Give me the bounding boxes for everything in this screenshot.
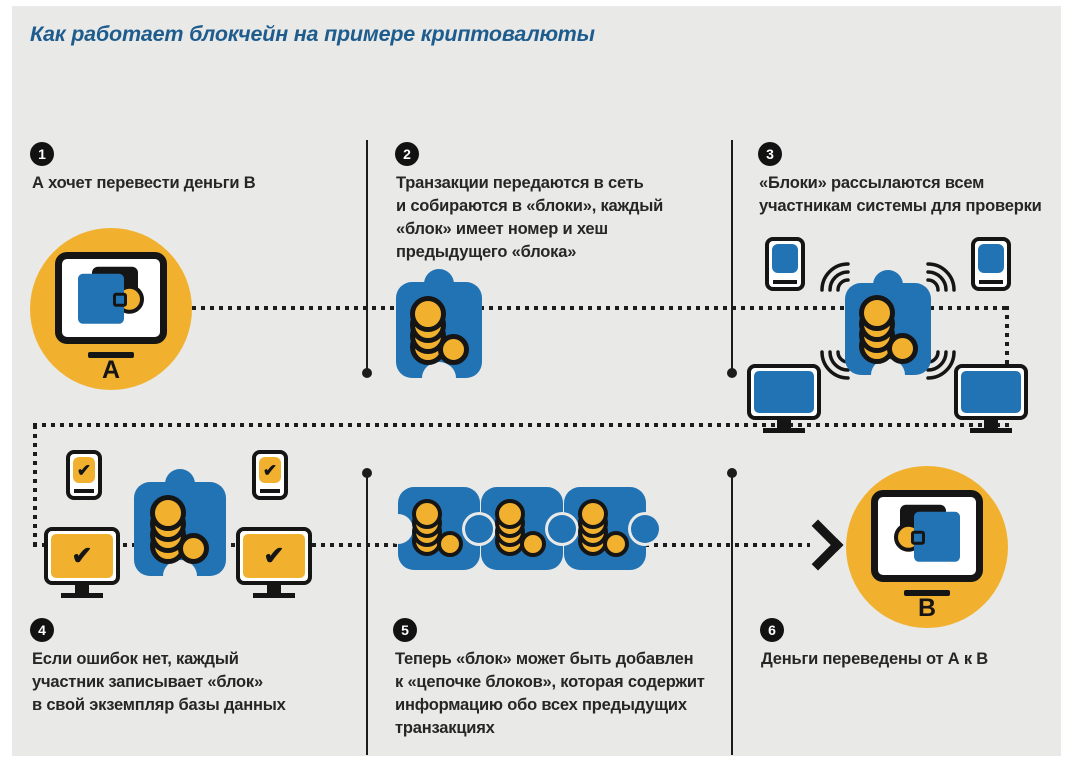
puzzle-tab: [631, 514, 659, 543]
step-1-badge: 1: [30, 142, 54, 166]
step-4-text: Если ошибок нет, каждый участник записыв…: [32, 650, 286, 714]
puzzle-notch: [871, 359, 905, 391]
phone-icon: [765, 237, 805, 291]
puzzle-tab: [548, 514, 576, 543]
puzzle-notch: [422, 362, 456, 394]
phone-icon: [971, 237, 1011, 291]
computer-screen: ✔: [243, 534, 305, 578]
phone-screen: ✔: [73, 457, 95, 484]
phone-screen: [772, 244, 798, 273]
computer-check-icon: ✔: [44, 527, 120, 585]
puzzle-notch: [383, 513, 413, 544]
puzzle-notch: [163, 560, 197, 592]
computer-icon: [954, 364, 1028, 420]
puzzle-tab: [424, 269, 454, 299]
computer-screen: [754, 371, 814, 413]
wallet-icon: [78, 266, 144, 327]
check-icon: ✔: [262, 460, 278, 480]
chain-block-icon: [564, 487, 659, 570]
monitor-stand: [904, 590, 950, 596]
computer-screen: ✔: [51, 534, 113, 578]
divider-row2-right: [727, 468, 737, 755]
phone-check-icon: ✔: [252, 450, 288, 500]
wifi-signal-icon: [926, 262, 956, 292]
step-3-badge: 3: [758, 142, 782, 166]
page-title: Как работает блокчейн на примере криптов…: [30, 22, 595, 46]
monitor-icon: [55, 252, 167, 344]
participant-b-icon: В: [846, 466, 1008, 628]
block-icon: [845, 270, 931, 391]
step-2-badge: 2: [395, 142, 419, 166]
phone-screen: [978, 244, 1004, 273]
puzzle-tab: [165, 469, 195, 499]
connector-return: [33, 423, 1008, 427]
wallet-icon: [894, 504, 960, 565]
chain-block-icon: [383, 487, 493, 570]
computer-screen: [961, 371, 1021, 413]
check-icon: ✔: [263, 541, 285, 570]
step-6-text: Деньги переведены от А к В: [761, 650, 989, 668]
participant-a-icon: А: [30, 228, 192, 390]
participant-a-label: А: [101, 356, 121, 384]
block-icon: [396, 269, 482, 394]
step-5-badge: 5: [393, 618, 417, 642]
divider-row1-left: [362, 140, 372, 378]
step-5-text: Теперь «блок» может быть добавлен к «цеп…: [395, 650, 705, 737]
wallet-pocket: [911, 530, 925, 545]
block-icon: [134, 469, 226, 592]
phone-screen: ✔: [259, 457, 281, 484]
divider-row1-right: [727, 140, 737, 378]
wallet-pocket: [113, 292, 127, 307]
phone-check-icon: ✔: [66, 450, 102, 500]
step-6-badge: 6: [760, 618, 784, 642]
step-2-text: Транзакции передаются в сеть и собираютс…: [396, 174, 664, 261]
check-icon: ✔: [76, 460, 92, 480]
monitor-icon: [871, 490, 983, 582]
connector-left-down: [33, 425, 37, 547]
monitor-stand: [88, 352, 134, 358]
participant-b-label: В: [917, 594, 937, 622]
step-1-text: А хочет перевести деньги В: [32, 174, 256, 192]
wifi-signal-icon: [820, 262, 850, 292]
computer-icon: [747, 364, 821, 420]
divider-row2-left: [362, 468, 372, 755]
puzzle-tab: [465, 514, 493, 543]
computer-check-icon: ✔: [236, 527, 312, 585]
chain-block-icon: [481, 487, 576, 570]
check-icon: ✔: [71, 541, 93, 570]
step-3-text: «Блоки» рассылаются всем участникам сист…: [759, 174, 1042, 215]
step-4-badge: 4: [30, 618, 54, 642]
connector-row1: [192, 306, 1008, 310]
